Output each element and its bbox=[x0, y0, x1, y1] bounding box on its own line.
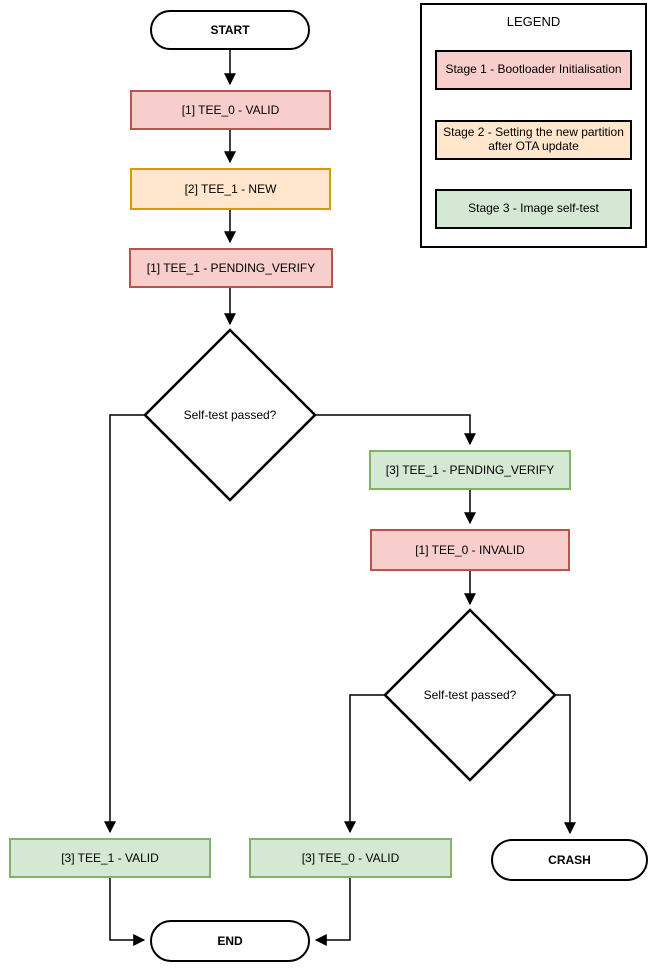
start-node: START bbox=[150, 10, 310, 50]
legend-item-stage2: Stage 2 - Setting the new partition afte… bbox=[435, 120, 632, 160]
legend-title: LEGEND bbox=[506, 14, 561, 29]
arrow-decision2-left-to-tee0-valid-stage3 bbox=[344, 694, 385, 834]
legend-item-stage3: Stage 3 - Image self-test bbox=[435, 189, 632, 229]
arrow-tee1-valid-to-end bbox=[109, 878, 146, 946]
arrow-decision1-right-to-tee1-pending-stage3 bbox=[315, 414, 476, 446]
node-tee1-pending-verify: [1] TEE_1 - PENDING_VERIFY bbox=[129, 248, 333, 288]
node-tee1-valid: [3] TEE_1 - VALID bbox=[9, 838, 211, 878]
decision-diamond-1 bbox=[143, 328, 317, 502]
end-node: END bbox=[150, 920, 310, 962]
decision-diamond-2 bbox=[383, 608, 557, 782]
arrow-decision2-right-to-crash bbox=[555, 694, 576, 835]
node-tee1-new: [2] TEE_1 - NEW bbox=[130, 168, 331, 210]
node-tee0-invalid: [1] TEE_0 - INVALID bbox=[370, 529, 570, 571]
node-tee1-pending-verify-stage3: [3] TEE_1 - PENDING_VERIFY bbox=[369, 450, 571, 490]
decision1-label: Self-test passed? bbox=[183, 408, 277, 422]
legend-item-stage1: Stage 1 - Bootloader Initialisation bbox=[435, 50, 632, 90]
arrow-decision1-left-to-tee1-valid bbox=[104, 414, 145, 834]
node-tee0-valid: [1] TEE_0 - VALID bbox=[130, 90, 331, 130]
node-tee0-valid-stage3: [3] TEE_0 - VALID bbox=[249, 838, 452, 878]
legend-panel: LEGEND Stage 1 - Bootloader Initialisati… bbox=[420, 3, 647, 248]
decision2-label: Self-test passed? bbox=[423, 688, 517, 702]
crash-node: CRASH bbox=[491, 839, 648, 881]
arrow-tee0-valid-stage3-to-end bbox=[314, 878, 351, 946]
